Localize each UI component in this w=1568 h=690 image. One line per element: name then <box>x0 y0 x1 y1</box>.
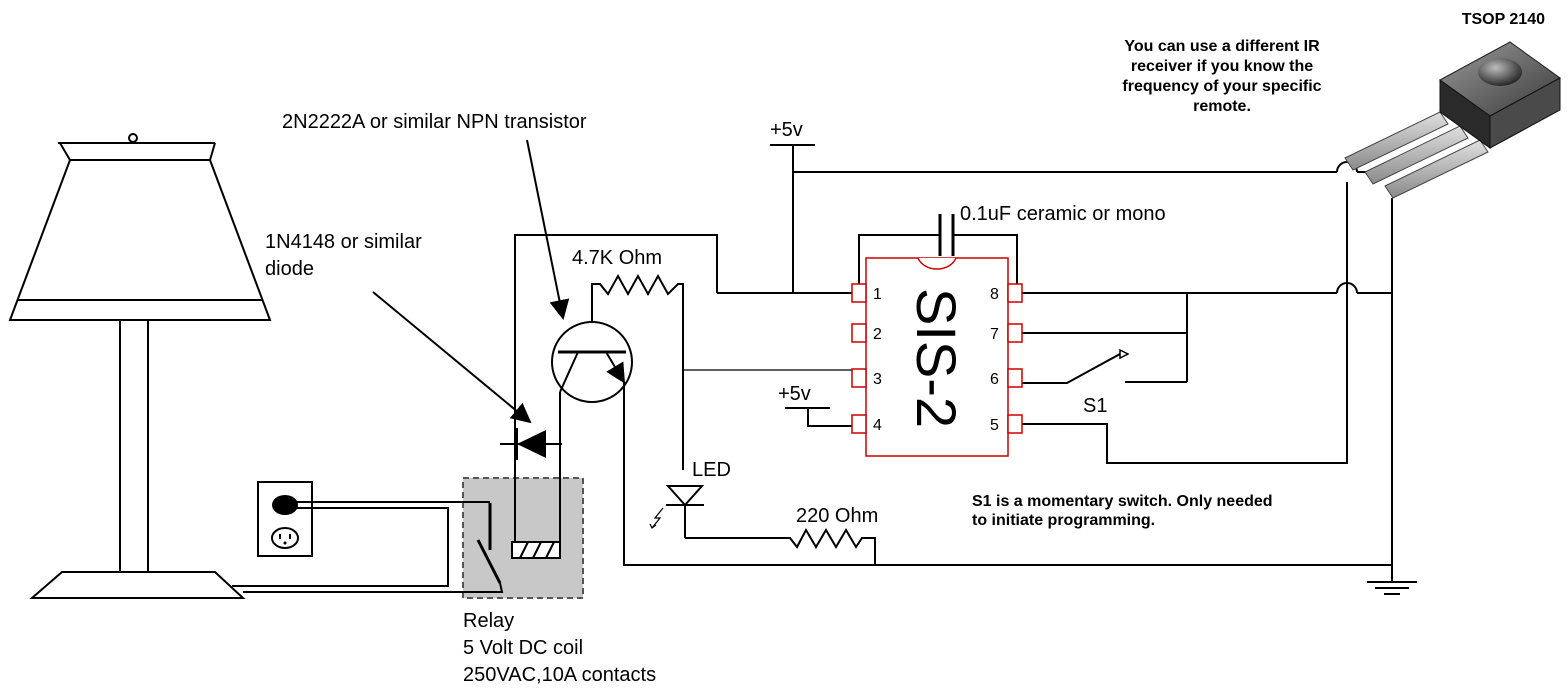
pin-2: 2 <box>873 326 882 343</box>
leader-arrows <box>372 139 570 424</box>
sis2-chip <box>851 257 1023 457</box>
lamp <box>8 133 272 599</box>
switch-label: S1 <box>1083 395 1107 417</box>
ir-note-line-3: frequency of your specific <box>1122 78 1321 95</box>
transistor-label: 2N2222A or similar NPN transistor <box>282 111 587 133</box>
diode-label-line-2: diode <box>265 258 314 280</box>
vcc-pin4-label: +5v <box>778 383 811 405</box>
chip-label: SIS-2 <box>905 288 968 428</box>
vcc-top-label: +5v <box>770 119 803 141</box>
npn-transistor <box>551 321 633 403</box>
pin-4: 4 <box>873 417 882 434</box>
circuit-wires <box>514 144 1417 595</box>
mains-wiring <box>232 501 504 593</box>
pin-6: 6 <box>990 371 999 388</box>
tsop-title: TSOP 2140 <box>1462 11 1545 28</box>
pin-8: 8 <box>990 286 999 303</box>
ir-note-line-2: receiver if you know the <box>1131 58 1313 75</box>
pin-1: 1 <box>873 286 882 303</box>
relay-label-line-1: Relay <box>463 610 514 632</box>
relay <box>462 477 584 599</box>
diode-label-line-1: 1N4148 or similar <box>265 231 422 253</box>
ir-note-line-1: You can use a different IR <box>1124 38 1320 55</box>
led-label: LED <box>692 459 731 481</box>
capacitor-label: 0.1uF ceramic or mono <box>960 203 1166 225</box>
relay-label-line-2: 5 Volt DC coil <box>463 637 583 659</box>
pin-7: 7 <box>990 326 999 343</box>
tsop-ir-receiver <box>1344 41 1561 199</box>
resistor-4k7-label: 4.7K Ohm <box>572 247 662 269</box>
resistor-220-label: 220 Ohm <box>796 505 878 527</box>
ir-note-line-4: remote. <box>1193 98 1251 115</box>
switch-note-line-2: to initiate programming. <box>972 512 1155 529</box>
relay-label-line-3: 250VAC,10A contacts <box>463 664 656 686</box>
pin-3: 3 <box>873 371 882 388</box>
switch-note-line-1: S1 is a momentary switch. Only needed <box>972 493 1273 510</box>
wall-outlet <box>257 481 313 557</box>
pin-5: 5 <box>990 417 999 434</box>
diode <box>500 428 562 460</box>
